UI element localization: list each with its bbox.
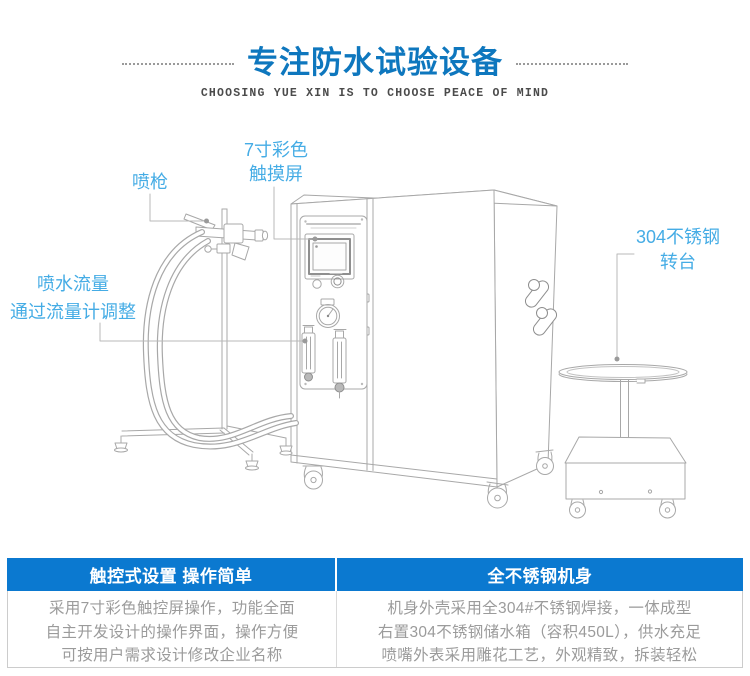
spray-gun-callout-line xyxy=(149,193,205,222)
touchscreen-callout-dot xyxy=(312,236,318,242)
feature-line: 喷嘴外表采用雕花工艺，外观精致，拆装轻松 xyxy=(381,647,698,664)
panel-button xyxy=(312,279,322,289)
page-title: 专注防水试验设备 xyxy=(247,45,503,80)
label-touchscreen-line2: 触摸屏 xyxy=(249,164,303,184)
flow-meter-right xyxy=(332,329,347,399)
touchscreen-callout-line xyxy=(273,186,313,240)
title-row: 专注防水试验设备 xyxy=(0,0,750,80)
feature-line: 可按用户需求设计修改企业名称 xyxy=(61,647,283,664)
turntable-base xyxy=(564,436,687,519)
feature-desc-touch-control: 采用7寸彩色触控屏操作，功能全面 自主开发设计的操作界面，操作方便 可按用户需求… xyxy=(8,591,337,667)
label-flow-line1: 喷水流量 xyxy=(37,274,109,294)
right-dotted-line xyxy=(516,63,628,65)
left-dotted-line xyxy=(122,63,234,65)
cabinet-casters xyxy=(302,449,554,509)
label-touchscreen-line1: 7寸彩色 xyxy=(243,140,308,160)
flow-callout-dot xyxy=(302,338,308,344)
flow-callout-line xyxy=(99,322,303,342)
feature-title-touch-control: 触控式设置 操作简单 xyxy=(89,567,253,586)
spray-gun-callout-dot xyxy=(204,218,209,224)
label-touchscreen: 7寸彩色 触摸屏 xyxy=(235,138,317,186)
page-header: 专注防水试验设备 CHOOSING YUE XIN IS TO CHOOSE P… xyxy=(0,0,750,100)
label-turntable-line1: 304不锈钢 xyxy=(635,227,721,247)
feature-title-stainless-body: 全不锈钢机身 xyxy=(487,567,593,586)
feature-desc-stainless-body: 机身外壳采用全304#不锈钢焊接，一体成型 右置304不锈钢储水箱（容积450L… xyxy=(337,591,742,667)
label-spray-gun-text: 喷枪 xyxy=(132,172,168,192)
feature-line: 右置304不锈钢储水箱（容积450L），供水充足 xyxy=(377,623,702,641)
features-table: 触控式设置 操作简单 全不锈钢机身 采用7寸彩色触控屏操作，功能全面 自主开发设… xyxy=(7,558,743,668)
control-panel xyxy=(299,215,368,399)
label-turntable: 304不锈钢 转台 xyxy=(634,225,722,275)
features-header: 触控式设置 操作简单 全不锈钢机身 xyxy=(7,558,743,591)
label-spray-gun: 喷枪 xyxy=(128,171,172,193)
turntable xyxy=(558,364,688,519)
page-subtitle: CHOOSING YUE XIN IS TO CHOOSE PEACE OF M… xyxy=(200,87,550,100)
panel-knob xyxy=(330,274,345,289)
features-header-divider xyxy=(335,558,337,591)
turntable-callout-line xyxy=(616,253,635,357)
features-body: 采用7寸彩色触控屏操作，功能全面 自主开发设计的操作界面，操作方便 可按用户需求… xyxy=(7,591,743,668)
control-cabinet xyxy=(290,189,558,509)
flow-meter-left xyxy=(301,325,316,382)
label-turntable-line2: 转台 xyxy=(660,252,696,272)
pressure-gauge xyxy=(316,304,340,328)
touchscreen xyxy=(304,233,355,280)
side-handles xyxy=(524,279,558,336)
label-flow-line2: 通过流量计调整 xyxy=(10,302,136,322)
feature-line: 采用7寸彩色触控屏操作，功能全面 xyxy=(49,600,295,617)
hoses xyxy=(142,229,299,450)
feature-line: 自主开发设计的操作界面，操作方便 xyxy=(45,623,299,641)
feature-line: 机身外壳采用全304#不锈钢焊接，一体成型 xyxy=(387,600,692,617)
turntable-callout-dot xyxy=(614,356,620,362)
callout-lines xyxy=(99,186,635,362)
label-flow: 喷水流量 通过流量计调整 xyxy=(3,270,143,326)
